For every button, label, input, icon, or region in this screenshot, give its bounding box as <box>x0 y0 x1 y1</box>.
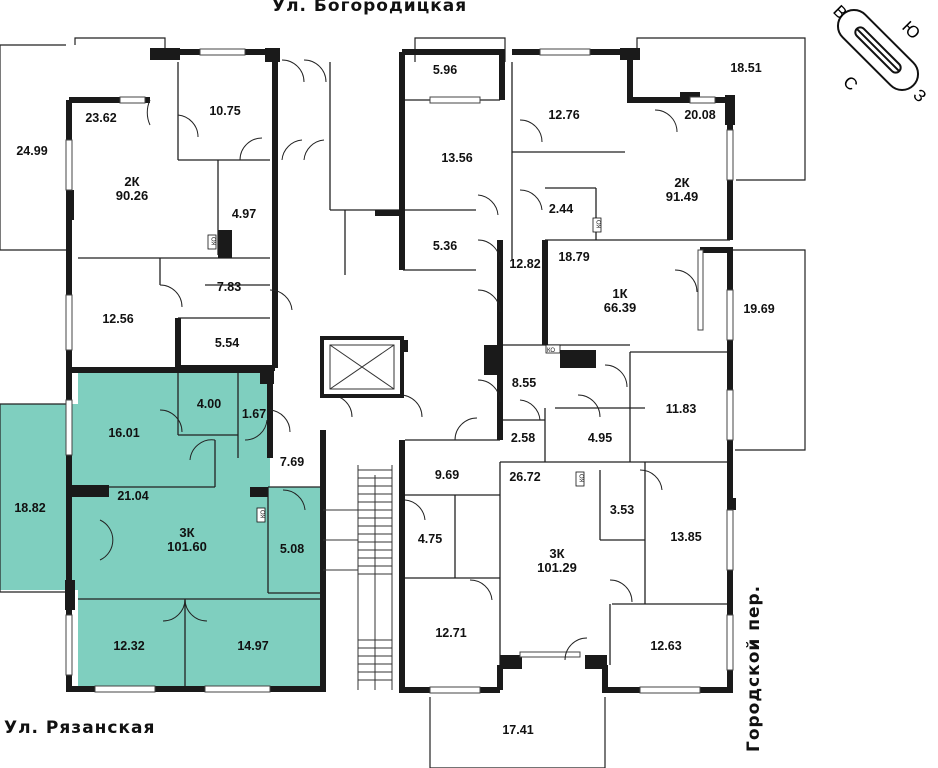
room-area: 13.56 <box>441 151 472 165</box>
shaft-label: КО <box>597 220 603 228</box>
room-area: 18.79 <box>558 250 589 264</box>
room-area: 5.96 <box>433 63 457 77</box>
shaft-label: КО <box>547 348 555 354</box>
room-area: 2.58 <box>511 431 535 445</box>
room-area: 26.72 <box>509 470 540 484</box>
apartment-type: 3К <box>549 546 564 561</box>
room-area: 8.55 <box>512 376 536 390</box>
apartment-area: 101.29 <box>537 560 577 575</box>
room-area: 4.95 <box>588 431 612 445</box>
apartment-highlight <box>0 372 323 689</box>
room-area: 20.08 <box>684 108 715 122</box>
compass-east: В <box>829 1 850 22</box>
room-area: 24.99 <box>16 144 47 158</box>
apartment-type: 2К <box>674 175 689 190</box>
room-area: 13.85 <box>670 530 701 544</box>
elevator <box>320 336 408 398</box>
room-area: 23.62 <box>85 111 116 125</box>
apartment-labels: 2К 90.26 2К 91.49 1К 66.39 3К 101.60 3К … <box>116 174 699 575</box>
compass: В Ю С З <box>829 1 930 106</box>
shaft-label: КО <box>212 237 218 245</box>
street-label-right: Городской пер. <box>744 584 764 752</box>
room-area: 9.69 <box>435 468 459 482</box>
compass-north: С <box>839 72 861 94</box>
shaft-label: КО <box>580 474 586 482</box>
street-label-top: Ул. Богородицкая <box>272 0 468 16</box>
room-area: 12.63 <box>650 639 681 653</box>
room-area: 7.69 <box>280 455 304 469</box>
shaft-labels: КО КО КО КО КО <box>207 217 603 523</box>
room-area: 12.32 <box>113 639 144 653</box>
shaft-label: КО <box>261 510 267 518</box>
apartment-type: 2К <box>124 174 139 189</box>
apartment-area: 90.26 <box>116 188 149 203</box>
room-area: 5.08 <box>280 542 304 556</box>
room-area: 18.82 <box>14 501 45 515</box>
street-label-left: Ул. Рязанская <box>4 718 156 738</box>
room-area: 11.83 <box>666 402 697 416</box>
room-labels: 24.99 23.62 10.75 4.97 7.83 12.56 5.54 5… <box>14 61 774 737</box>
room-area: 18.51 <box>730 61 761 75</box>
apartment-area: 66.39 <box>604 300 637 315</box>
room-area: 7.83 <box>217 280 241 294</box>
apartment-type: 3К <box>179 525 194 540</box>
room-area: 4.00 <box>197 397 221 411</box>
room-area: 5.54 <box>215 336 239 350</box>
compass-west: З <box>909 85 930 106</box>
compass-south: Ю <box>898 17 924 43</box>
apartment-area: 91.49 <box>666 189 699 204</box>
apartment-type: 1К <box>612 286 627 301</box>
windows <box>65 48 734 694</box>
room-area: 4.97 <box>232 207 256 221</box>
room-area: 12.71 <box>435 626 466 640</box>
room-area: 5.36 <box>433 239 457 253</box>
room-area: 10.75 <box>209 104 240 118</box>
room-area: 12.76 <box>548 108 579 122</box>
staircase <box>323 465 393 690</box>
room-area: 3.53 <box>610 503 634 517</box>
room-area: 4.75 <box>418 532 442 546</box>
room-area: 12.82 <box>509 257 540 271</box>
room-area: 17.41 <box>502 723 533 737</box>
apartment-area: 101.60 <box>167 539 207 554</box>
room-area: 1.67 <box>242 407 266 421</box>
room-area: 14.97 <box>237 639 268 653</box>
room-area: 16.01 <box>108 426 139 440</box>
room-area: 2.44 <box>549 202 573 216</box>
room-area: 19.69 <box>743 302 774 316</box>
room-area: 12.56 <box>102 312 133 326</box>
room-area: 21.04 <box>117 489 148 503</box>
